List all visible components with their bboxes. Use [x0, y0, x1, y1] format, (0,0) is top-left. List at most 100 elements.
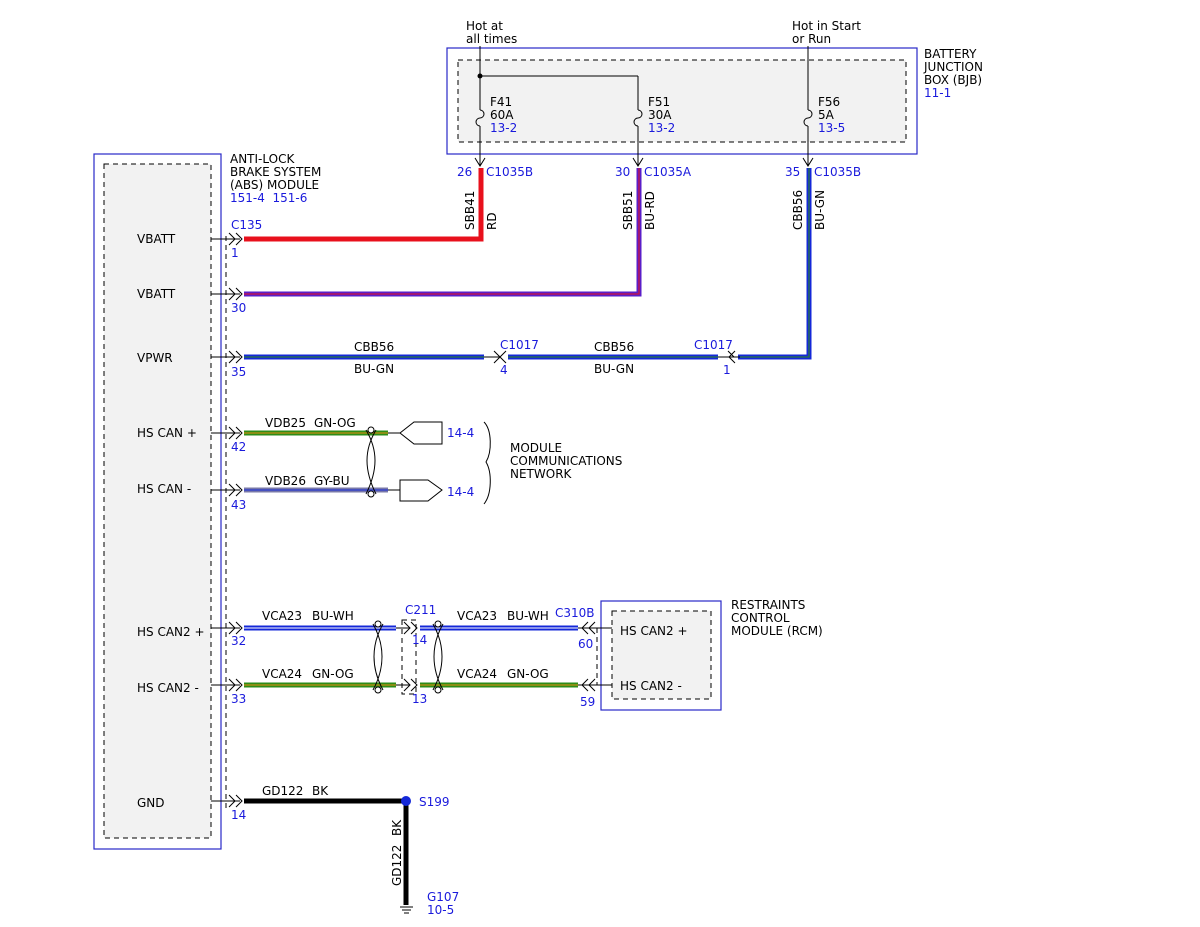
bjb-label-line1: BATTERY	[924, 47, 977, 61]
abs-pin-stubs	[211, 232, 243, 808]
wire-vca23-color-right: BU-WH	[507, 609, 549, 623]
ground-point-g107[interactable]: G107	[427, 890, 459, 904]
abs-pin-num-35: 35	[231, 365, 246, 379]
wire-vca23-circuit-left: VCA23	[262, 609, 302, 623]
vpwr-circuit-right: CBB56	[594, 340, 634, 354]
wire-gd122-color-h: BK	[312, 784, 329, 798]
bjb-pin-26: 26	[457, 165, 472, 179]
inline-connector-c1017-a[interactable]: C1017	[500, 338, 539, 352]
fuse-f41-name: F41	[490, 95, 512, 109]
fuse-f41: F41 60A 13-2	[474, 95, 517, 167]
rcm-pin-hs-can2-minus: HS CAN2 -	[620, 679, 682, 693]
bjb-pin-30: 30	[615, 165, 630, 179]
fuse-f56-rating: 5A	[818, 108, 835, 122]
supply-start-line2: or Run	[792, 32, 831, 46]
abs-pin-hs-can-plus: HS CAN +	[137, 426, 197, 440]
bjb-label-line2: JUNCTION	[923, 60, 983, 74]
abs-pin-hs-can2-minus: HS CAN2 -	[137, 681, 199, 695]
abs-module: ANTI-LOCK BRAKE SYSTEM (ABS) MODULE 151-…	[93, 152, 321, 850]
wire-gd122-circuit-v: GD122	[390, 845, 404, 886]
bjb-connector-c1035b-1[interactable]: C1035B	[486, 165, 533, 179]
wire-vdb26-circuit: VDB26	[265, 474, 306, 488]
fuse-f56: F56 5A 13-5	[802, 95, 845, 167]
wire-cbb56-color: BU-GN	[813, 190, 827, 230]
abs-pin-vbatt-1: VBATT	[137, 232, 176, 246]
abs-pin-vpwr: VPWR	[137, 351, 173, 365]
c211-pin-14: 14	[412, 633, 427, 647]
vpwr-color-left: BU-GN	[354, 362, 394, 376]
supply-hot-line2: all times	[466, 32, 517, 46]
fuse-f41-ref[interactable]: 13-2	[490, 121, 517, 135]
c211-inline-connector	[396, 619, 418, 695]
wire-vdb25-color: GN-OG	[314, 416, 356, 430]
can-plus-continuation-flag[interactable]	[399, 421, 443, 445]
bjb-reference[interactable]: 11-1	[924, 86, 951, 100]
inline-connector-c1017-pin-b: 1	[723, 363, 731, 377]
wire-cbb56-blue-green-bjb	[738, 168, 812, 360]
wire-sbb41-color: RD	[485, 212, 499, 230]
abs-label-line3: (ABS) MODULE	[230, 178, 319, 192]
abs-pin-hs-can-minus: HS CAN -	[137, 482, 191, 496]
network-label-line3: NETWORK	[510, 467, 573, 481]
wire-vca23-circuit-right: VCA23	[457, 609, 497, 623]
wire-cbb56-blue-green-abs	[244, 350, 740, 364]
fuse-f41-rating: 60A	[490, 108, 514, 122]
wire-vca24-color-right: GN-OG	[507, 667, 549, 681]
can-plus-ref[interactable]: 14-4	[447, 426, 474, 440]
wire-cbb56-circuit: CBB56	[791, 190, 805, 230]
rcm-label-line2: CONTROL	[731, 611, 790, 625]
abs-connector-c135[interactable]: C135	[231, 218, 262, 232]
rcm-pin-60: 60	[578, 637, 593, 651]
bjb-connector-c1035b-2[interactable]: C1035B	[814, 165, 861, 179]
supply-hot-line1: Hot at	[466, 19, 503, 33]
abs-pin-num-43: 43	[231, 498, 246, 512]
fuse-f56-name: F56	[818, 95, 840, 109]
splice-s199-label[interactable]: S199	[419, 795, 450, 809]
can-minus-ref[interactable]: 14-4	[447, 485, 474, 499]
fuse-f51-name: F51	[648, 95, 670, 109]
can-twist-symbol	[365, 426, 377, 498]
abs-pin-num-14: 14	[231, 808, 246, 822]
ground-icon	[400, 906, 413, 914]
splice-s199[interactable]	[401, 796, 411, 806]
fuse-f56-ref[interactable]: 13-5	[818, 121, 845, 135]
wire-gd122-circuit-h: GD122	[262, 784, 303, 798]
rcm-connector-c310b[interactable]: C310B	[555, 606, 595, 620]
c211-pin-13: 13	[412, 692, 427, 706]
supply-start-line1: Hot in Start	[792, 19, 861, 33]
wire-gd122-black	[244, 798, 409, 905]
abs-pin-num-42: 42	[231, 440, 246, 454]
wire-sbb51-color: BU-RD	[643, 191, 657, 230]
inline-connector-c1017-b[interactable]: C1017	[694, 338, 733, 352]
wire-sbb51-blue-red	[244, 168, 642, 297]
wire-gd122-color-v: BK	[390, 819, 404, 836]
can2-twist-symbols	[372, 620, 444, 694]
rcm-label-line3: MODULE (RCM)	[731, 624, 823, 638]
battery-junction-box: BATTERY JUNCTION BOX (BJB) 11-1	[446, 47, 983, 155]
fuse-f51-ref[interactable]: 13-2	[648, 121, 675, 135]
rcm-pin-hs-can2-plus: HS CAN2 +	[620, 624, 688, 638]
abs-pin-hs-can2-plus: HS CAN2 +	[137, 625, 205, 639]
vpwr-color-right: BU-GN	[594, 362, 634, 376]
wire-vca24-color-left: GN-OG	[312, 667, 354, 681]
ground-point-ref[interactable]: 10-5	[427, 903, 454, 917]
rcm-label-line1: RESTRAINTS	[731, 598, 805, 612]
wire-vca23-color-left: BU-WH	[312, 609, 354, 623]
network-label-line1: MODULE	[510, 441, 562, 455]
wire-sbb51-circuit: SBB51	[621, 191, 635, 230]
fuse-f51-rating: 30A	[648, 108, 672, 122]
wire-sbb41-circuit: SBB41	[463, 191, 477, 230]
network-brace	[483, 421, 491, 505]
bjb-label-line3: BOX (BJB)	[924, 73, 982, 87]
abs-references[interactable]: 151-4 151-6	[230, 191, 307, 205]
c211-connector-label[interactable]: C211	[405, 603, 436, 617]
fuse-f51: F51 30A 13-2	[632, 95, 675, 167]
bjb-connector-c1035a[interactable]: C1035A	[644, 165, 692, 179]
abs-pin-num-1: 1	[231, 246, 239, 260]
wire-vdb25-circuit: VDB25	[265, 416, 306, 430]
abs-label-line1: ANTI-LOCK	[230, 152, 295, 166]
can-minus-continuation-flag[interactable]	[399, 479, 443, 502]
bjb-pin-35: 35	[785, 165, 800, 179]
rcm-module: RESTRAINTS CONTROL MODULE (RCM) HS CAN2 …	[578, 598, 823, 711]
